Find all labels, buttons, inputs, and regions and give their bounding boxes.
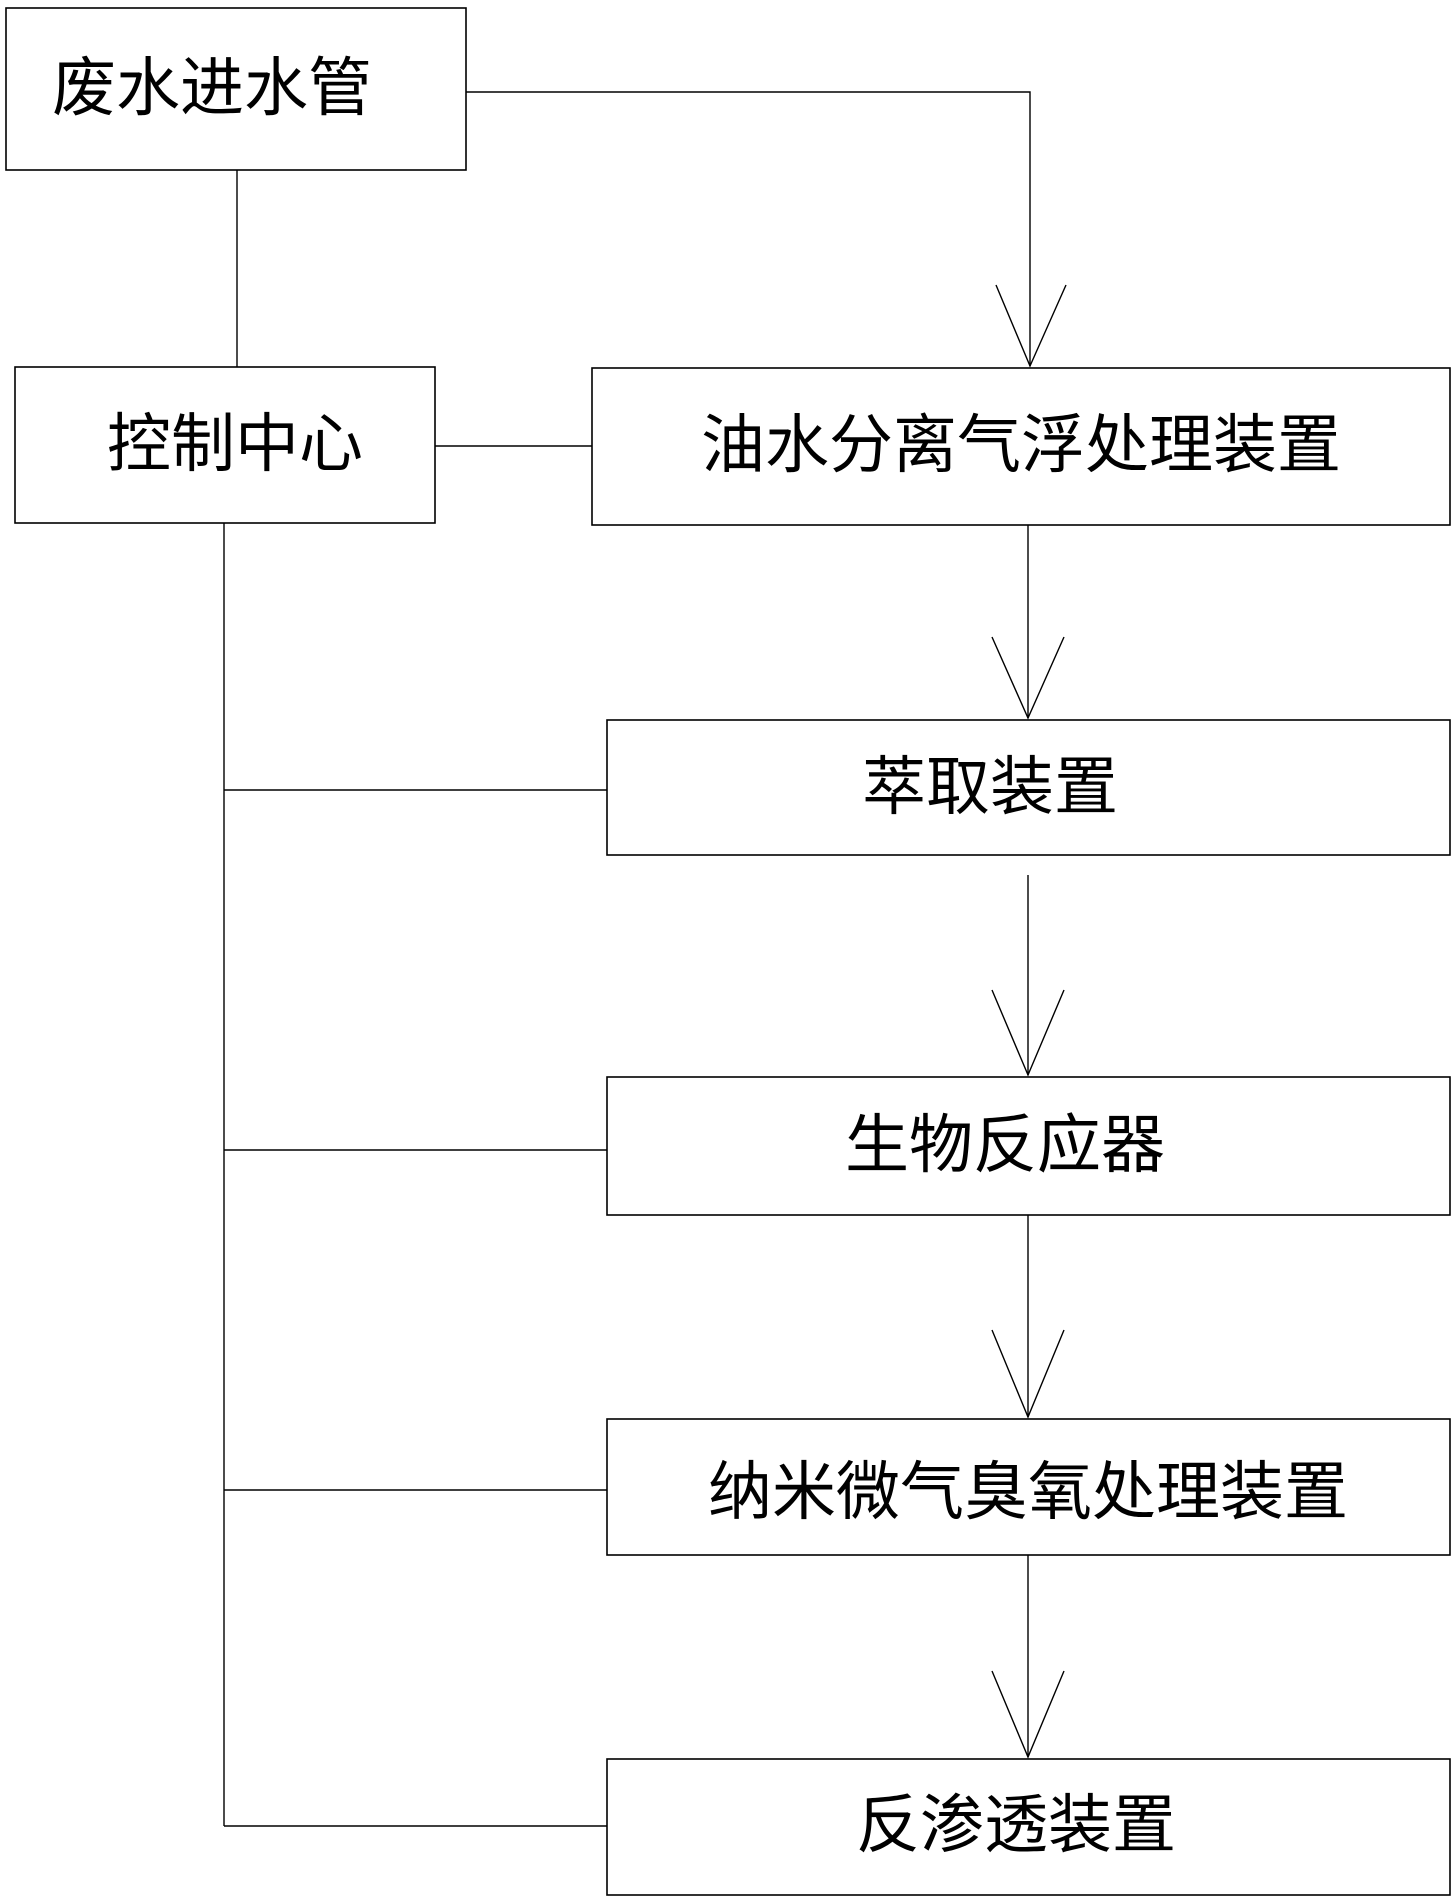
extraction-label: 萃取装置 <box>862 751 1118 825</box>
oil-water-separation-node: 油水分离气浮处理装置 <box>591 367 1451 526</box>
extraction-node: 萃取装置 <box>606 719 1451 856</box>
arrowhead-nano-ozone-to-reverse-osmosis <box>991 1670 1065 1759</box>
control-center-label: 控制中心 <box>107 408 363 482</box>
bioreactor-node: 生物反应器 <box>606 1076 1451 1216</box>
arrow-inlet-to-separation <box>466 91 1031 366</box>
arrowhead-bioreactor-to-nano-ozone <box>991 1329 1065 1419</box>
inlet-pipe-node: 废水进水管 <box>5 7 467 171</box>
arrowhead-extraction-to-bioreactor <box>991 989 1065 1077</box>
nano-ozone-label: 纳米微气臭氧处理装置 <box>708 1456 1348 1530</box>
oil-water-separation-label: 油水分离气浮处理装置 <box>701 409 1341 483</box>
reverse-osmosis-node: 反渗透装置 <box>606 1758 1451 1896</box>
inlet-pipe-label: 废水进水管 <box>52 52 372 126</box>
control-center-node: 控制中心 <box>14 366 436 524</box>
bioreactor-label: 生物反应器 <box>845 1109 1165 1183</box>
reverse-osmosis-label: 反渗透装置 <box>856 1789 1176 1863</box>
arrowhead-separation-to-extraction <box>991 636 1065 720</box>
arrowhead-inlet-to-separation <box>995 284 1067 368</box>
nano-ozone-node: 纳米微气臭氧处理装置 <box>606 1418 1451 1556</box>
